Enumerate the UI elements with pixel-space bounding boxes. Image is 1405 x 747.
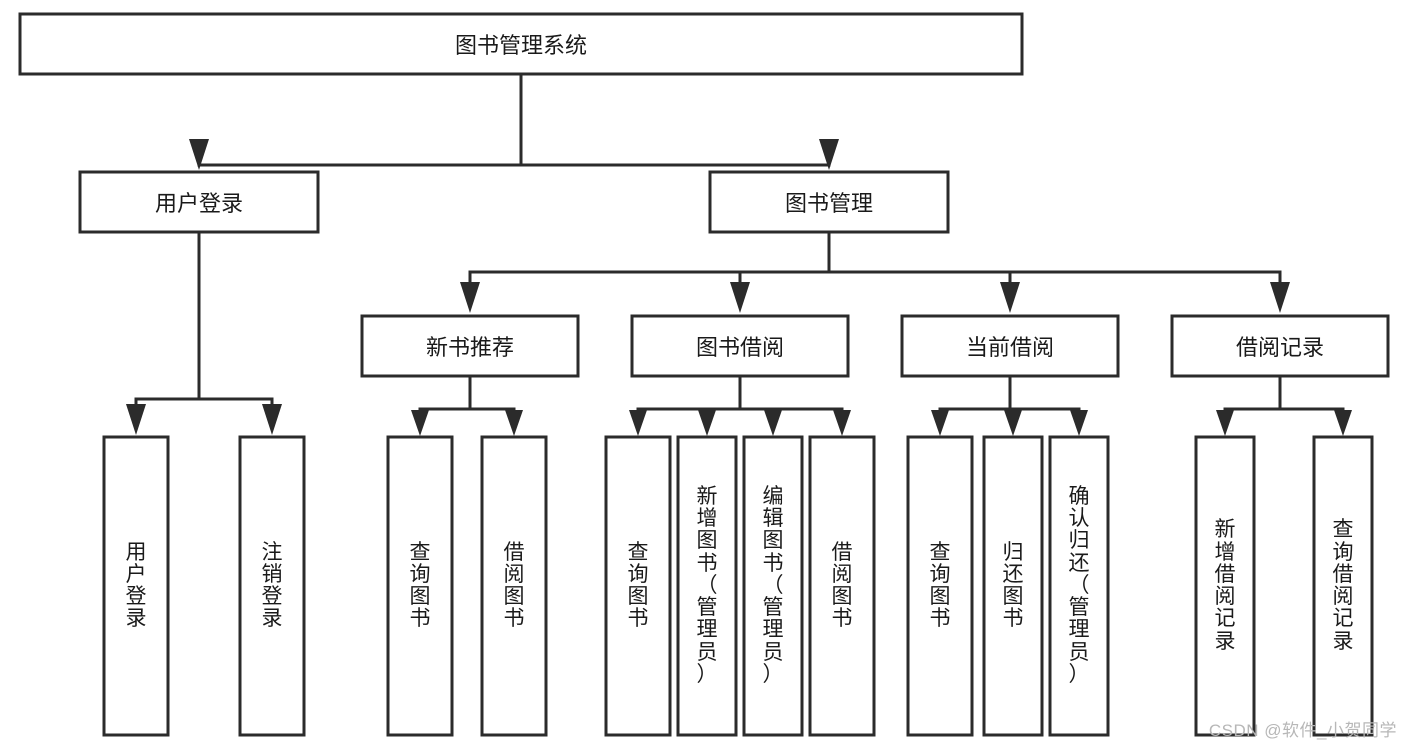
node-box-leaf-return-book[interactable] xyxy=(982,435,1044,737)
arrow-head-user-login xyxy=(189,139,209,170)
connector-group-book-borrow xyxy=(629,374,851,436)
arrow-head-borrow-record xyxy=(1270,282,1290,313)
node-box-new-book-recommend[interactable] xyxy=(360,314,580,378)
node-box-leaf-user-login[interactable] xyxy=(102,435,170,737)
node-box-leaf-query-borrow-record[interactable] xyxy=(1312,435,1374,737)
node-box-book-management[interactable] xyxy=(708,170,950,234)
connector-group-new-book-recommend xyxy=(411,374,523,436)
arrow-head-leaf-user-logout xyxy=(262,404,282,435)
node-box-leaf-add-borrow-record[interactable] xyxy=(1194,435,1256,737)
arrow-head-leaf-confirm-return-admin xyxy=(1070,410,1088,436)
arrow-head-leaf-query-book-recommend xyxy=(411,410,429,436)
node-box-leaf-query-book-current[interactable] xyxy=(906,435,974,737)
connector-group-user-login xyxy=(126,230,282,435)
arrow-head-book-borrow xyxy=(730,282,750,313)
arrow-head-leaf-edit-book-admin xyxy=(764,410,782,436)
arrow-head-leaf-add-book-admin xyxy=(698,410,716,436)
connector-group-borrow-record xyxy=(1216,374,1352,436)
node-box-book-borrow[interactable] xyxy=(630,314,850,378)
watermark-text: CSDN @软件_小贺同学 xyxy=(1208,721,1397,740)
arrow-head-leaf-query-book-borrow xyxy=(629,410,647,436)
node-box-leaf-query-book-recommend[interactable] xyxy=(386,435,454,737)
node-box-leaf-user-logout[interactable] xyxy=(238,435,306,737)
arrow-head-current-borrow xyxy=(1000,282,1020,313)
arrow-head-new-book-recommend xyxy=(460,282,480,313)
node-box-borrow-record[interactable] xyxy=(1170,314,1390,378)
arrow-head-leaf-user-login xyxy=(126,404,146,435)
node-box-leaf-borrow-book-recommend[interactable] xyxy=(480,435,548,737)
node-box-leaf-confirm-return-admin[interactable] xyxy=(1048,435,1110,737)
arrow-head-leaf-add-borrow-record xyxy=(1216,410,1234,436)
node-box-leaf-add-book-admin[interactable] xyxy=(676,435,738,737)
arrow-head-leaf-borrow-book xyxy=(833,410,851,436)
node-box-leaf-borrow-book[interactable] xyxy=(808,435,876,737)
arrow-head-book-management xyxy=(819,139,839,170)
connector-group-book-management xyxy=(460,230,1290,313)
node-box-leaf-query-book-borrow[interactable] xyxy=(604,435,672,737)
arrow-head-leaf-borrow-book-recommend xyxy=(505,410,523,436)
connector-group-current-borrow xyxy=(931,374,1088,436)
node-box-current-borrow[interactable] xyxy=(900,314,1120,378)
node-box-root[interactable] xyxy=(18,12,1024,76)
arrow-head-leaf-return-book xyxy=(1004,410,1022,436)
arrow-head-leaf-query-book-current xyxy=(931,410,949,436)
arrow-head-leaf-query-borrow-record xyxy=(1334,410,1352,436)
connector-group-root xyxy=(189,72,839,170)
node-box-leaf-edit-book-admin[interactable] xyxy=(742,435,804,737)
node-box-user-login[interactable] xyxy=(78,170,320,234)
